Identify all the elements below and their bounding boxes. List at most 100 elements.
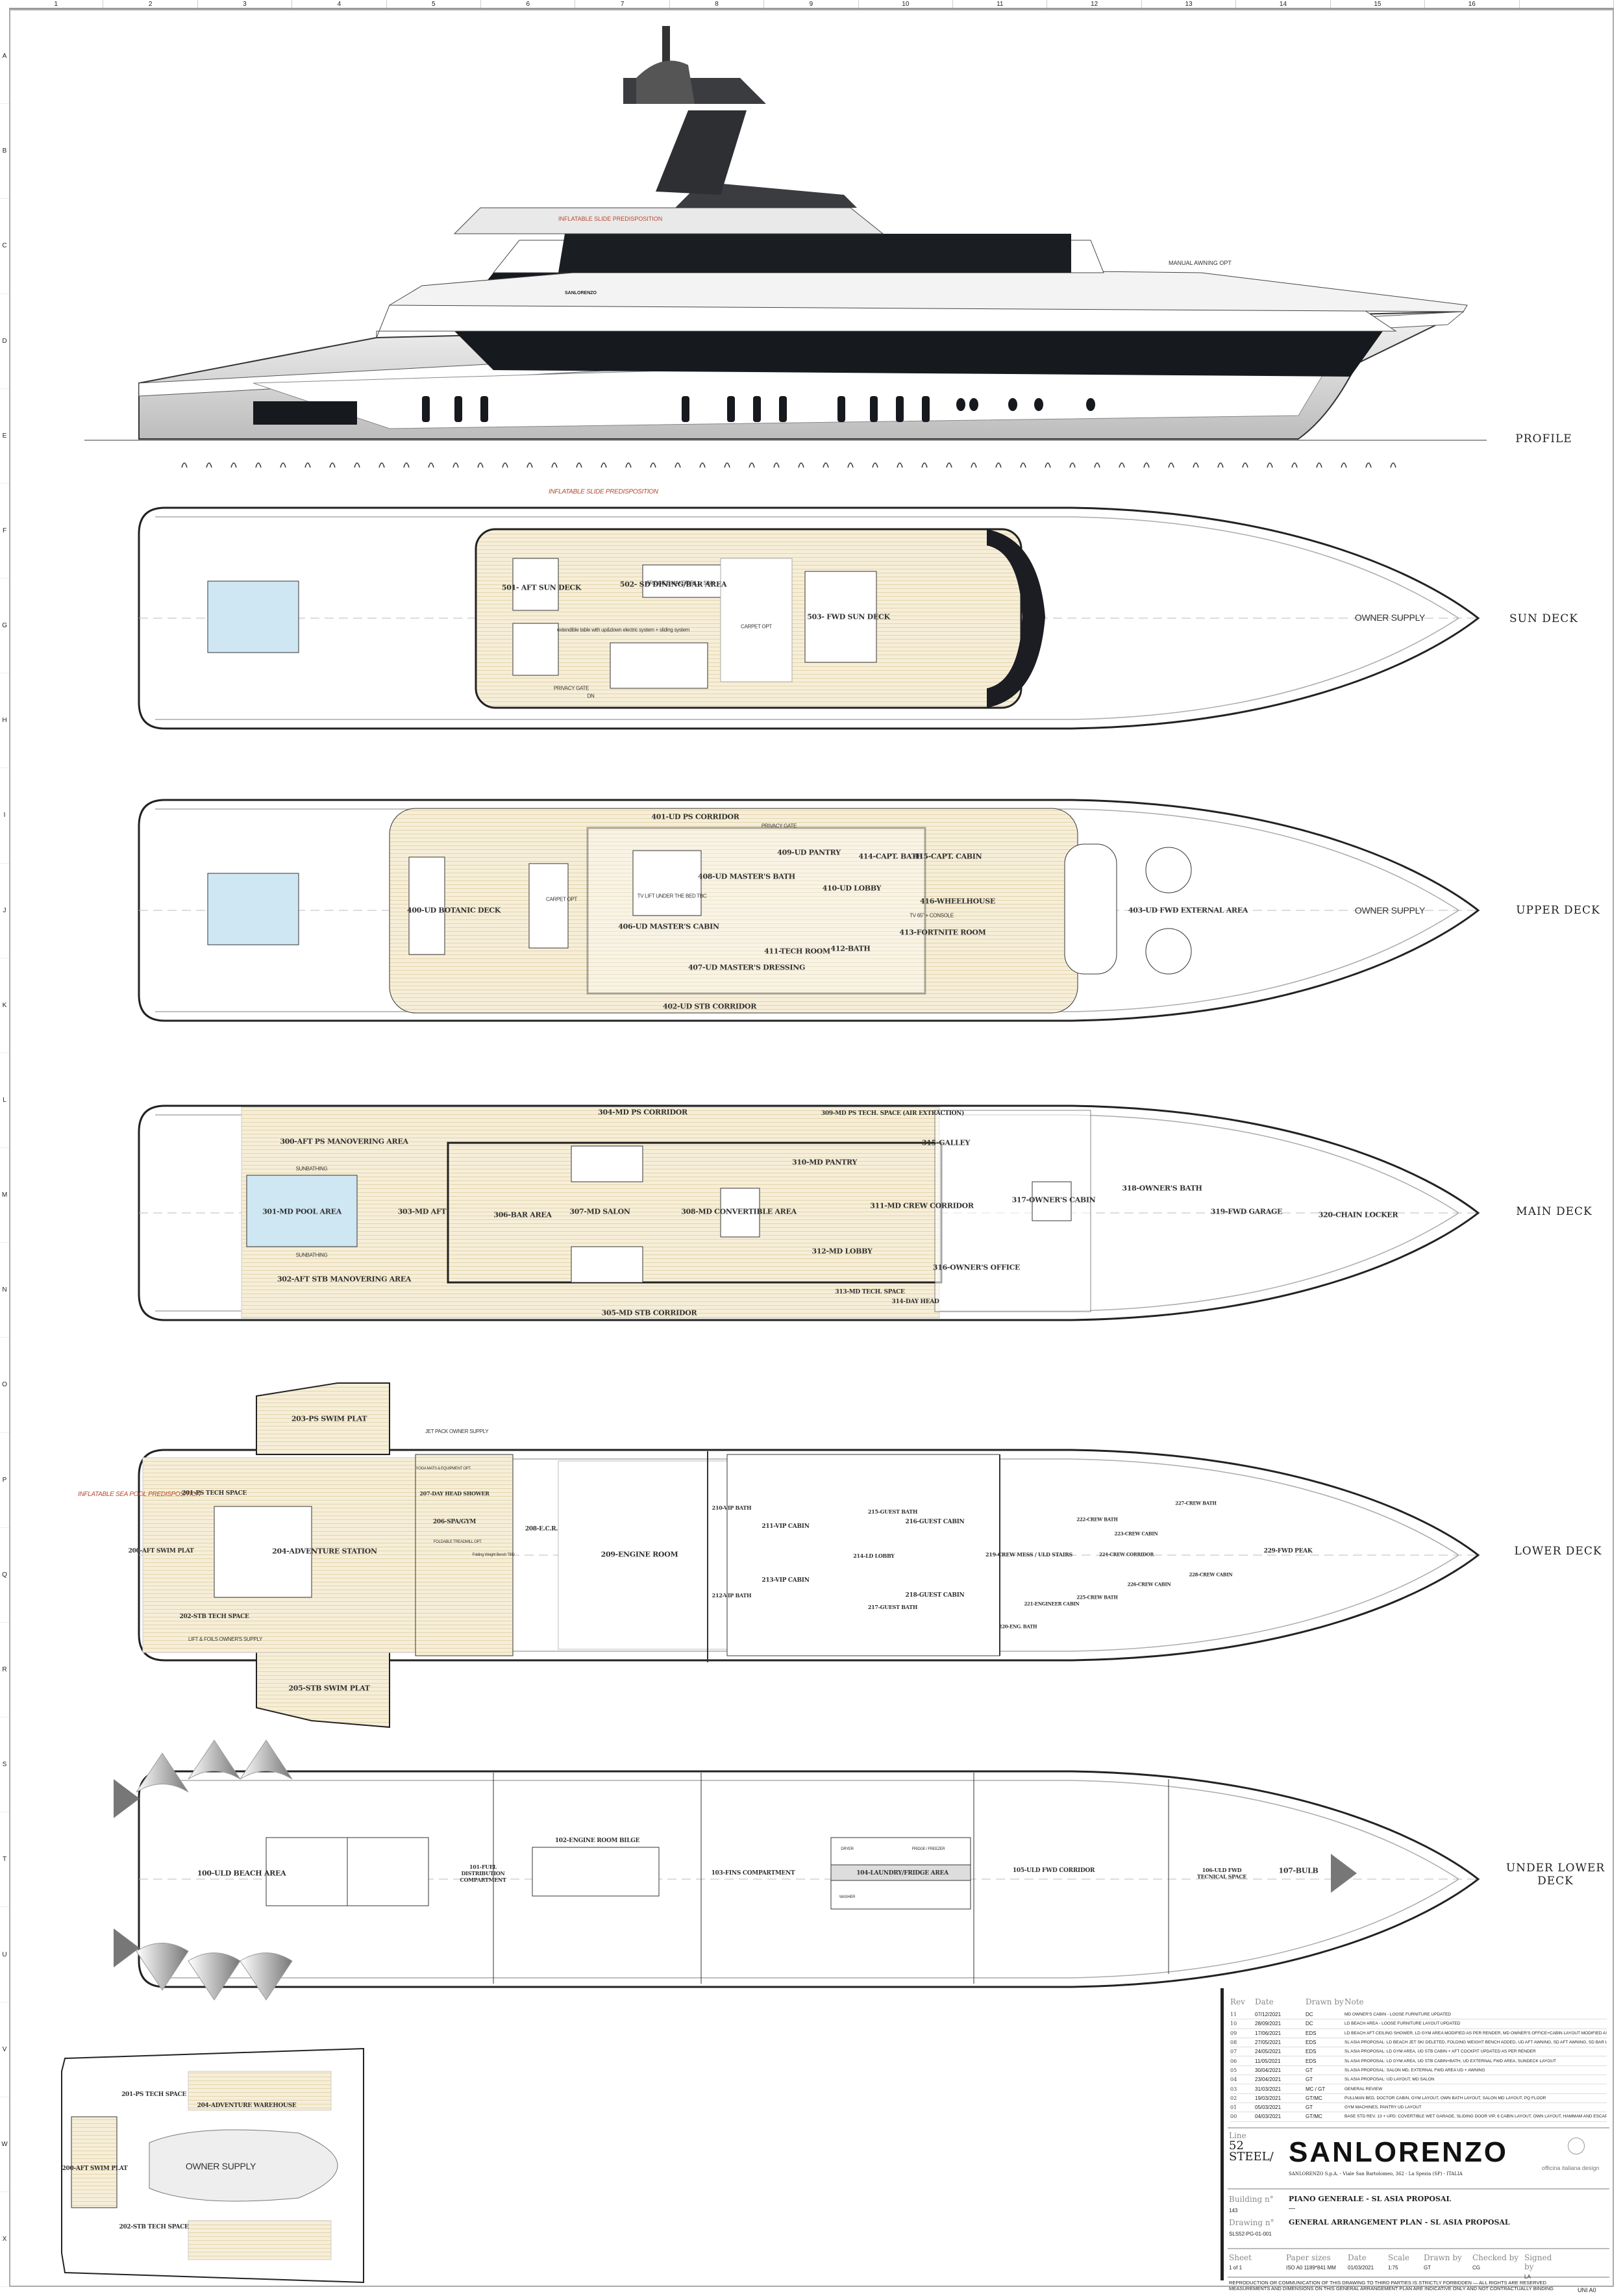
note-header: Note bbox=[1344, 1997, 1364, 2006]
revision-rev: 11 bbox=[1230, 2012, 1237, 2018]
revision-rev: 06 bbox=[1230, 2058, 1237, 2064]
frame-mark bbox=[675, 462, 681, 468]
column-marker: 6 bbox=[481, 0, 576, 8]
room-label: 106-ULD FWD TECNICAL SPACE bbox=[1196, 1867, 1247, 1880]
column-marker bbox=[1520, 0, 1614, 8]
revision-date: 28/09/2021 bbox=[1255, 2021, 1282, 2027]
room-label: 204-ADVENTURE STATION bbox=[272, 1547, 377, 1556]
drawing-label: Drawing n° bbox=[1229, 2217, 1274, 2227]
revision-date: 24/05/2021 bbox=[1255, 2049, 1282, 2055]
equipment-note: YOGA MATS & EQUIPMENT OPT. bbox=[415, 1467, 471, 1471]
room-label: 309-MD PS TECH. SPACE (AIR EXTRACTION) bbox=[821, 1110, 965, 1117]
table-note: extendible table with up&down electric s… bbox=[557, 627, 689, 633]
room-label: 219-CREW MESS / ULD STAIRS bbox=[985, 1551, 1072, 1558]
room-label: 107-BULB bbox=[1278, 1866, 1319, 1875]
meta-value: 1:75 bbox=[1388, 2264, 1398, 2271]
porthole bbox=[1008, 398, 1017, 411]
hull-window bbox=[753, 396, 761, 422]
revision-rev: 02 bbox=[1230, 2095, 1237, 2101]
row-marker: A bbox=[0, 9, 9, 105]
frame-mark bbox=[551, 462, 558, 468]
row-marker: L bbox=[0, 1053, 9, 1149]
row-marker: B bbox=[0, 104, 9, 199]
revision-date: 23/04/2021 bbox=[1255, 2077, 1282, 2083]
room-label: 313-MD TECH. SPACE bbox=[835, 1289, 905, 1295]
room-label: 226-CREW CABIN bbox=[1127, 1581, 1171, 1588]
revision-by: EDS bbox=[1306, 2049, 1317, 2055]
lower-deck-note-sea-pool: INFLATABLE SEA POOL PREDISPOSITION bbox=[78, 1491, 201, 1498]
tv-note: TV LIFT UNDER THE BED TBC bbox=[637, 893, 707, 899]
room-label: 316-OWNER'S OFFICE bbox=[932, 1263, 1021, 1272]
revision-by: MC / GT bbox=[1306, 2086, 1326, 2092]
revision-rev: 01 bbox=[1230, 2104, 1237, 2111]
frame-mark bbox=[280, 462, 286, 468]
room-label: 310-MD PANTRY bbox=[791, 1158, 858, 1167]
row-marker: J bbox=[0, 864, 9, 958]
revision-note: GENERAL REVIEW bbox=[1344, 2086, 1383, 2091]
owner-supply-label: OWNER SUPPLY bbox=[1354, 612, 1426, 623]
frame-mark bbox=[502, 462, 508, 468]
meta-value: 1 of 1 bbox=[1229, 2264, 1243, 2271]
room-label: 415-CAPT. CABIN bbox=[913, 852, 982, 861]
room-label: 210-VIP BATH bbox=[712, 1504, 752, 1511]
meta-value: 01/03/2021 bbox=[1348, 2264, 1374, 2271]
room-label: 315-GALLEY bbox=[921, 1138, 971, 1147]
appliance-label: GRILL bbox=[686, 580, 700, 586]
privacy-gate-note: PRIVACY GATE bbox=[761, 823, 797, 829]
hull-window bbox=[682, 396, 689, 422]
meta-value: LA bbox=[1524, 2273, 1531, 2280]
revision-by: GT/MC bbox=[1306, 2095, 1322, 2101]
hull-window bbox=[454, 396, 462, 422]
revision-note: SL ASIA PROPOSAL: UD LAYOUT, MD SALON bbox=[1344, 2077, 1435, 2082]
meta-header: Signed by bbox=[1524, 2252, 1552, 2271]
row-marker: H bbox=[0, 673, 9, 769]
room-label: 314-DAY HEAD bbox=[891, 1299, 939, 1305]
room-label: 416-WHEELHOUSE bbox=[920, 897, 995, 906]
row-marker: P bbox=[0, 1433, 9, 1528]
revision-header: Rev Date Drawn by Note bbox=[1230, 1997, 1607, 2006]
fender-icon bbox=[240, 1953, 293, 2001]
frame-mark bbox=[921, 462, 928, 468]
room-label: 229-FWD PEAK bbox=[1263, 1548, 1313, 1554]
appliance-label: FRIDGE / FREEZER bbox=[911, 1847, 945, 1851]
column-marker: 4 bbox=[292, 0, 387, 8]
meta-header: Checked by bbox=[1472, 2252, 1519, 2262]
revision-date: 07/12/2021 bbox=[1255, 2012, 1282, 2018]
room-label: 502- SD DINING/BAR AREA bbox=[619, 580, 727, 589]
room-label: 224-CREW CORRIDOR bbox=[1098, 1551, 1154, 1558]
frame-mark bbox=[378, 462, 385, 468]
room-label: 202-STB TECH SPACE bbox=[179, 1614, 249, 1620]
frame-mark bbox=[1365, 462, 1372, 468]
room-label: 503- FWD SUN DECK bbox=[807, 612, 890, 621]
frame-mark bbox=[403, 462, 410, 468]
frame-mark bbox=[1341, 462, 1347, 468]
revision-rev: 08 bbox=[1230, 2040, 1237, 2046]
porthole bbox=[969, 398, 978, 411]
frame-mark bbox=[823, 462, 829, 468]
frame-mark bbox=[601, 462, 607, 468]
room-label: 217-GUEST BATH bbox=[867, 1604, 918, 1610]
main-deck-plan bbox=[241, 1106, 1091, 1319]
frame-mark bbox=[1069, 462, 1076, 468]
column-marker: 9 bbox=[764, 0, 859, 8]
building-value: 143 bbox=[1229, 2207, 1238, 2214]
rev-header: Rev bbox=[1230, 1997, 1245, 2006]
frame-mark bbox=[847, 462, 854, 468]
revision-by: DC bbox=[1306, 2021, 1313, 2027]
room-label: 207-DAY HEAD SHOWER bbox=[419, 1490, 489, 1497]
room-label: 103-FINS COMPARTMENT bbox=[711, 1870, 795, 1877]
room-label: 101-FUEL DISTRIBUTION COMPARTMENT bbox=[460, 1864, 506, 1883]
company-address: SANLORENZO S.p.A. - Viale San Bartolomeo… bbox=[1289, 2171, 1463, 2177]
row-marker: W bbox=[0, 2097, 9, 2192]
hull-window bbox=[480, 396, 488, 422]
equipment-note: FOLDABLE TREADMILL OPT. bbox=[433, 1540, 482, 1544]
porthole bbox=[1034, 398, 1043, 411]
